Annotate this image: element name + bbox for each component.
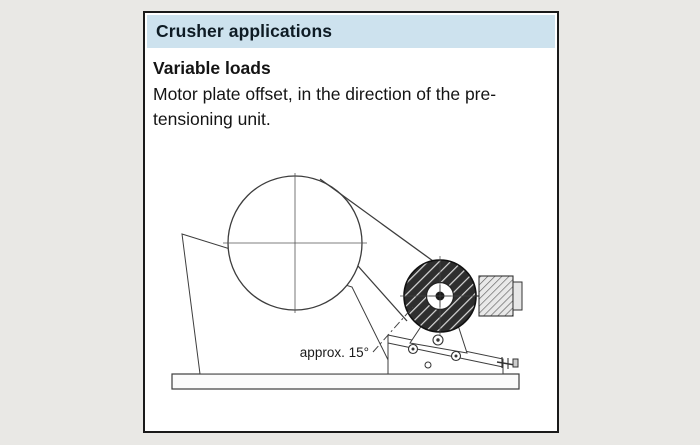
crusher-diagram: approx. 15° [171,173,523,390]
section-description: Motor plate offset, in the direction of … [153,84,497,129]
card-header: Crusher applications [147,15,555,48]
motor-pulley [400,256,485,339]
card-title: Crusher applications [156,21,333,41]
motor [476,275,523,317]
angle-label: approx. 15° [300,345,369,360]
plate-bolts [407,334,462,369]
angle-dimension-line [372,306,414,353]
base-plate [171,373,520,390]
drive-belt [319,178,434,322]
motor-plate [387,334,504,375]
info-card: Crusher applications Variable loads Moto… [143,11,559,433]
card-body: Variable loads Motor plate offset, in th… [145,48,557,132]
flywheel [223,173,367,313]
section-subtitle: Variable loads [153,58,271,78]
pre-tensioning-unit [496,357,519,369]
